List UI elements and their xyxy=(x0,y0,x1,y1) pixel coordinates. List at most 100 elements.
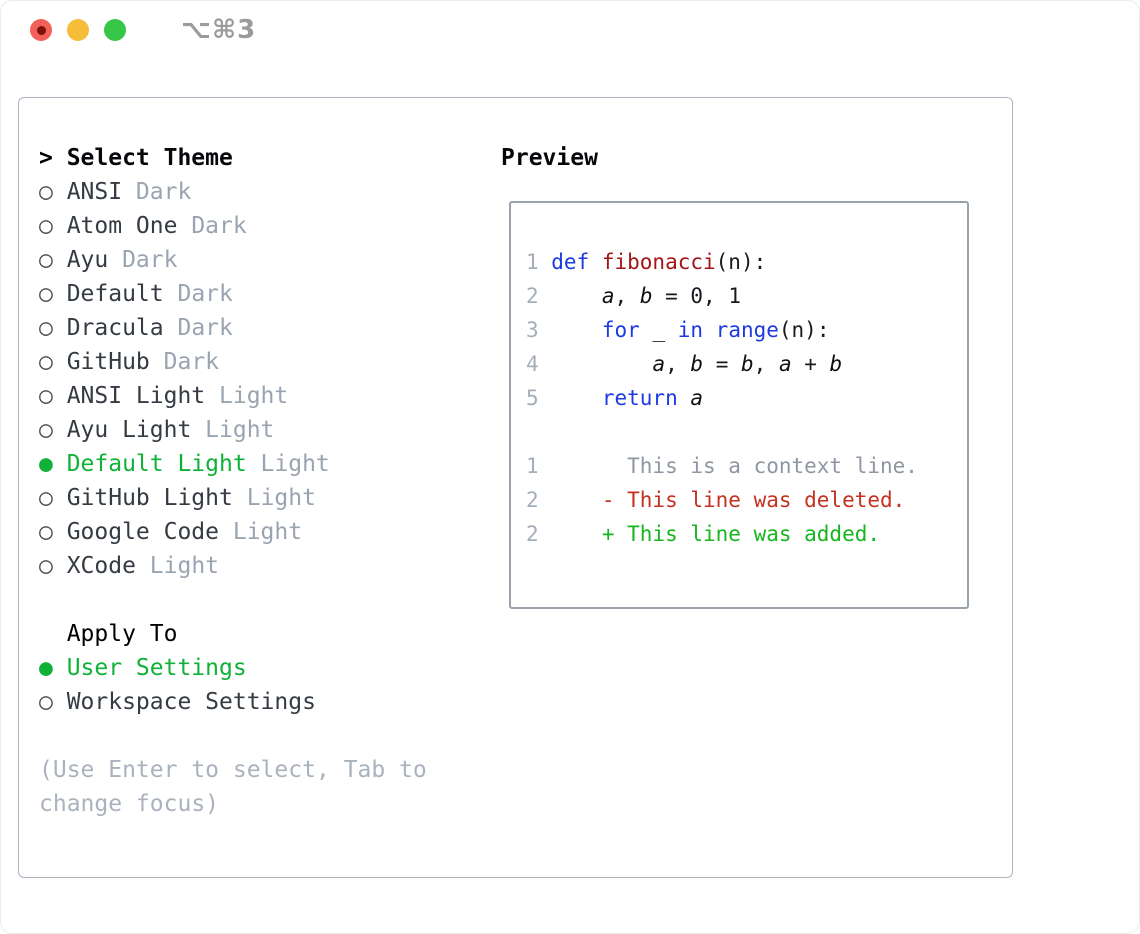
variable-token: a xyxy=(778,352,792,376)
variable-token: b xyxy=(639,284,653,308)
theme-variant: Light xyxy=(205,417,275,443)
variable-token: a xyxy=(601,284,615,308)
code-line: 3 for _ in range(n): xyxy=(526,313,918,347)
theme-name: Google Code xyxy=(66,519,220,545)
spacer xyxy=(526,415,918,449)
code-line: 5 return a xyxy=(526,381,918,415)
titlebar: ⌥⌘3 xyxy=(0,0,1140,60)
theme-option-dracula-dark[interactable]: ○ Dracula Dark xyxy=(39,311,427,345)
zoom-button[interactable] xyxy=(104,19,126,41)
theme-name: GitHub Light xyxy=(66,485,233,511)
keyword-token: for xyxy=(601,318,653,342)
radio-off-icon: ○ xyxy=(39,247,53,273)
cursor-icon: > xyxy=(39,145,53,171)
variable-token: b xyxy=(690,352,704,376)
radio-off-icon: ○ xyxy=(39,315,53,341)
line-number: 4 xyxy=(526,352,539,376)
theme-option-ayu-light[interactable]: ○ Ayu Light Light xyxy=(39,413,427,447)
plain-token: + xyxy=(791,352,830,376)
plain-token: _ xyxy=(652,318,678,342)
theme-list-title: Select Theme xyxy=(66,145,233,171)
radio-off-icon: ○ xyxy=(39,213,53,239)
minimize-button[interactable] xyxy=(67,19,89,41)
theme-option-google-code[interactable]: ○ Google Code Light xyxy=(39,515,427,549)
apply-option-label: User Settings xyxy=(66,655,247,681)
diff-deleted-line: 2 - This line was deleted. xyxy=(526,483,918,517)
code-line: 2 a, b = 0, 1 xyxy=(526,279,918,313)
theme-name: Ayu Light xyxy=(66,417,192,443)
radio-on-icon: ● xyxy=(39,451,53,477)
plain-token: , xyxy=(614,284,640,308)
theme-option-ansi-dark[interactable]: ○ ANSI Dark xyxy=(39,175,427,209)
unsaved-changes-dot-icon xyxy=(36,25,46,35)
radio-off-icon: ○ xyxy=(39,281,53,307)
radio-off-icon: ○ xyxy=(39,349,53,375)
theme-variant: Dark xyxy=(135,179,192,205)
variable-token: b xyxy=(740,352,754,376)
theme-variant: Dark xyxy=(191,213,247,239)
apply-option-workspace-settings[interactable]: ○Workspace Settings xyxy=(39,685,427,719)
window-shortcut-label: ⌥⌘3 xyxy=(181,15,257,45)
hint-text-line2: change focus) xyxy=(39,787,427,821)
hint-text-line1: (Use Enter to select, Tab to xyxy=(39,753,427,787)
radio-on-icon: ● xyxy=(39,655,53,681)
theme-name: ANSI Light xyxy=(66,383,206,409)
line-number: 2 xyxy=(526,522,539,546)
preview-title: Preview xyxy=(501,145,598,171)
plain-token: (n): xyxy=(778,318,830,342)
keyword-token: in xyxy=(677,318,716,342)
apply-option-user-settings-selected[interactable]: ● User Settings xyxy=(39,651,427,685)
theme-name: Atom One xyxy=(66,213,178,239)
diff-added-line: 2 + This line was added. xyxy=(526,517,918,551)
line-number: 5 xyxy=(526,386,539,410)
line-number: 2 xyxy=(526,284,539,308)
line-number: 1 xyxy=(526,250,539,274)
plain-token xyxy=(551,352,652,376)
apply-to-title: Apply To xyxy=(66,621,178,647)
plain-token: = 0, 1 xyxy=(652,284,741,308)
plain-token: = xyxy=(703,352,741,376)
diff-added-text: + This line was added. xyxy=(551,522,881,546)
keyword-token: return xyxy=(601,386,691,410)
theme-variant: Light xyxy=(246,485,316,511)
keyword-token: def xyxy=(551,250,602,274)
code-line: 1 def fibonacci(n): xyxy=(526,245,918,279)
theme-name: Dracula xyxy=(66,315,164,341)
theme-variant: Light xyxy=(232,519,303,545)
hint-text: (Use Enter to select, Tab to xyxy=(39,757,427,783)
line-number: 2 xyxy=(526,488,539,512)
theme-name: ANSI xyxy=(66,179,123,205)
radio-off-icon: ○ xyxy=(39,519,53,545)
theme-name: Default xyxy=(66,281,164,307)
variable-token: b xyxy=(829,352,843,376)
diff-context-text: This is a context line. xyxy=(551,454,918,478)
theme-variant: Dark xyxy=(177,315,233,341)
hint-text: change focus) xyxy=(39,791,220,817)
theme-option-atom-one-dark[interactable]: ○ Atom One Dark xyxy=(39,209,427,243)
function-token: fibonacci xyxy=(601,250,716,274)
plain-token xyxy=(551,318,602,342)
theme-name: Ayu xyxy=(66,247,109,273)
line-number: 1 xyxy=(526,454,539,478)
theme-variant: Dark xyxy=(163,349,220,375)
spacer xyxy=(39,719,427,753)
apply-to-header: Apply To xyxy=(39,617,427,651)
close-button[interactable] xyxy=(30,19,52,41)
line-number: 3 xyxy=(526,318,539,342)
builtin-token: range xyxy=(715,318,779,342)
plain-token: (n): xyxy=(715,250,767,274)
radio-off-icon: ○ xyxy=(39,417,53,443)
theme-list-header: > Select Theme xyxy=(39,141,427,175)
theme-name: Default Light xyxy=(66,451,247,477)
radio-off-icon: ○ xyxy=(39,179,53,205)
